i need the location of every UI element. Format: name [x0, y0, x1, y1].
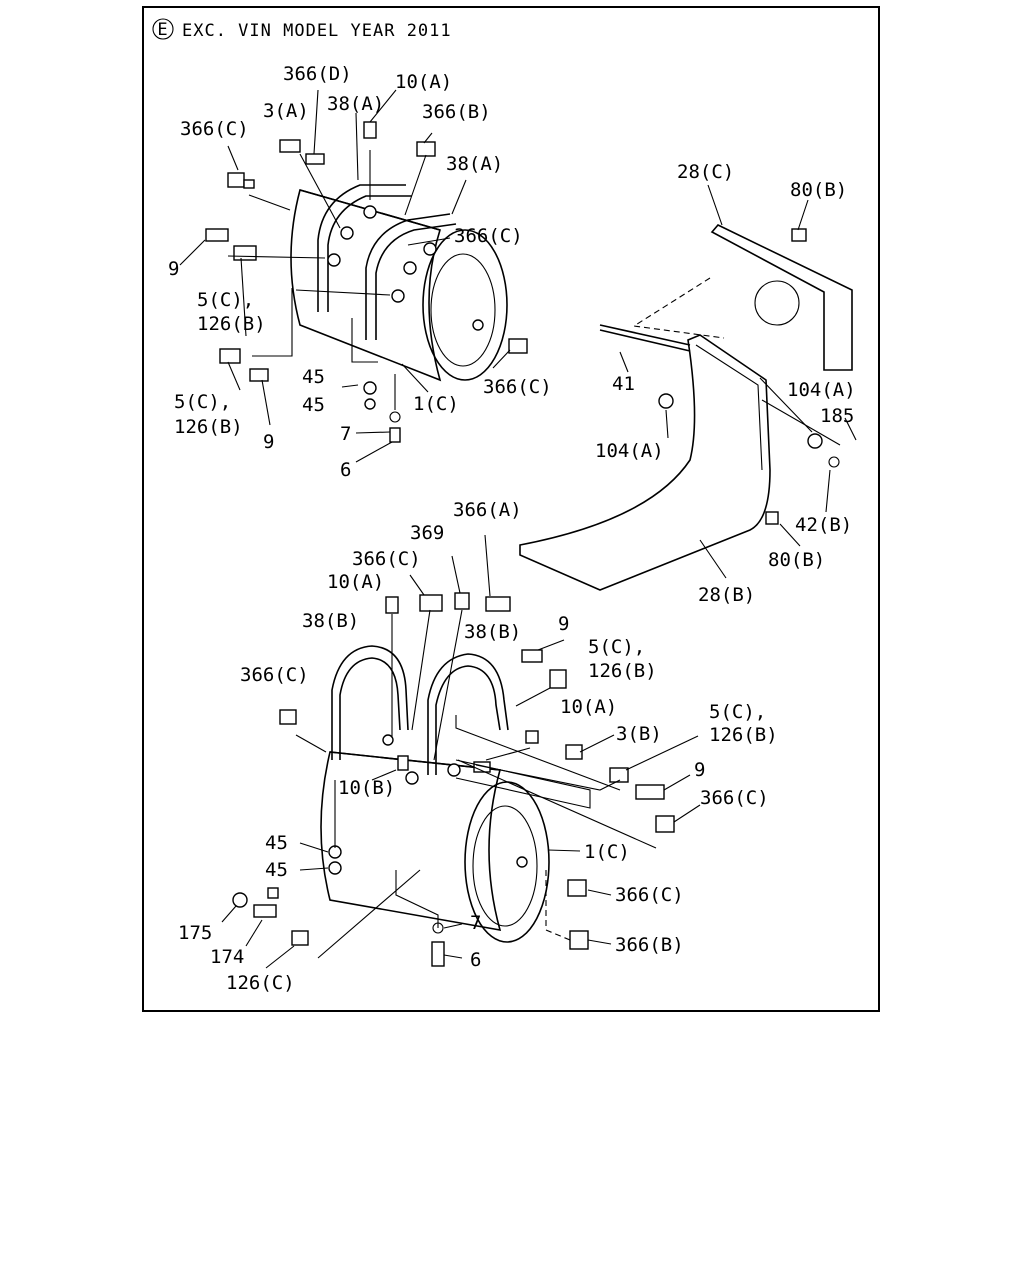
- callout-label: 10(A): [395, 71, 452, 93]
- callout-label: 80(B): [768, 549, 825, 571]
- callout-label: 366(C): [700, 787, 769, 809]
- header: E EXC. VIN MODEL YEAR 2011: [152, 18, 452, 41]
- callout-label: 38(A): [327, 93, 384, 115]
- callout-label: 126(B): [197, 313, 266, 335]
- callout-label: 1(C): [413, 393, 459, 415]
- lower-air-tank: [221, 534, 701, 969]
- callout-label: 366(C): [180, 118, 249, 140]
- callout-label: 5(C),: [174, 391, 231, 413]
- callout-label: 28(C): [677, 161, 734, 183]
- callout-label: 366(A): [453, 499, 522, 521]
- callout-label: 9: [263, 431, 274, 453]
- callout-label: 175: [178, 922, 212, 944]
- callout-label: 126(C): [226, 972, 295, 994]
- callout-label: 5(C),: [709, 701, 766, 723]
- callout-label: 38(B): [464, 621, 521, 643]
- callout-label: 5(C),: [588, 636, 645, 658]
- callout-label: 366(B): [422, 101, 491, 123]
- diagram-title: EXC. VIN MODEL YEAR 2011: [182, 21, 452, 41]
- callout-label: 80(B): [790, 179, 847, 201]
- callout-label: 366(B): [615, 934, 684, 956]
- callout-label: 104(A): [595, 440, 664, 462]
- bracket-assembly: [519, 184, 857, 591]
- callout-label: 45: [265, 859, 288, 881]
- callout-label: 6: [470, 949, 481, 971]
- callout-label: 126(B): [174, 416, 243, 438]
- callout-label: 45: [265, 832, 288, 854]
- callout-label: 7: [470, 912, 481, 934]
- callout-label: 366(C): [352, 548, 421, 570]
- callout-label: 38(B): [302, 610, 359, 632]
- callout-label: 6: [340, 459, 351, 481]
- callout-label: 45: [302, 366, 325, 388]
- callout-label: 9: [558, 613, 569, 635]
- callout-label: 9: [168, 258, 179, 280]
- callout-label: 126(B): [709, 724, 778, 746]
- callout-label: 5(C),: [197, 289, 254, 311]
- callout-label: 3(A): [263, 100, 309, 122]
- callout-label: 10(B): [338, 777, 395, 799]
- variant-badge-circle: [152, 18, 174, 40]
- callout-label: 10(A): [327, 571, 384, 593]
- callout-label: 38(A): [446, 153, 503, 175]
- callout-label: 10(A): [560, 696, 617, 718]
- callout-label: 366(C): [240, 664, 309, 686]
- callout-label: 104(A): [787, 379, 856, 401]
- callout-label: 28(B): [698, 584, 755, 606]
- callout-label: 369: [410, 522, 444, 544]
- callout-label: 7: [340, 423, 351, 445]
- callout-label: 41: [612, 373, 635, 395]
- upper-air-tank: [179, 89, 528, 463]
- callout-label: 366(C): [483, 376, 552, 398]
- callout-label: 126(B): [588, 660, 657, 682]
- callout-label: 366(C): [454, 225, 523, 247]
- variant-badge: E: [157, 20, 168, 40]
- callout-label: 3(B): [616, 723, 662, 745]
- callout-label: 185: [820, 405, 854, 427]
- callout-label: 42(B): [795, 514, 852, 536]
- callout-label: 366(C): [615, 884, 684, 906]
- callout-label: 45: [302, 394, 325, 416]
- diagram-frame: [142, 6, 880, 1012]
- callout-label: 9: [694, 759, 705, 781]
- callout-label: 1(C): [584, 841, 630, 863]
- callout-labels: 366(D) 10(A) 3(A) 38(A) 366(B) 366(C) 38…: [168, 63, 856, 994]
- callout-label: 174: [210, 946, 244, 968]
- callout-label: 366(D): [283, 63, 352, 85]
